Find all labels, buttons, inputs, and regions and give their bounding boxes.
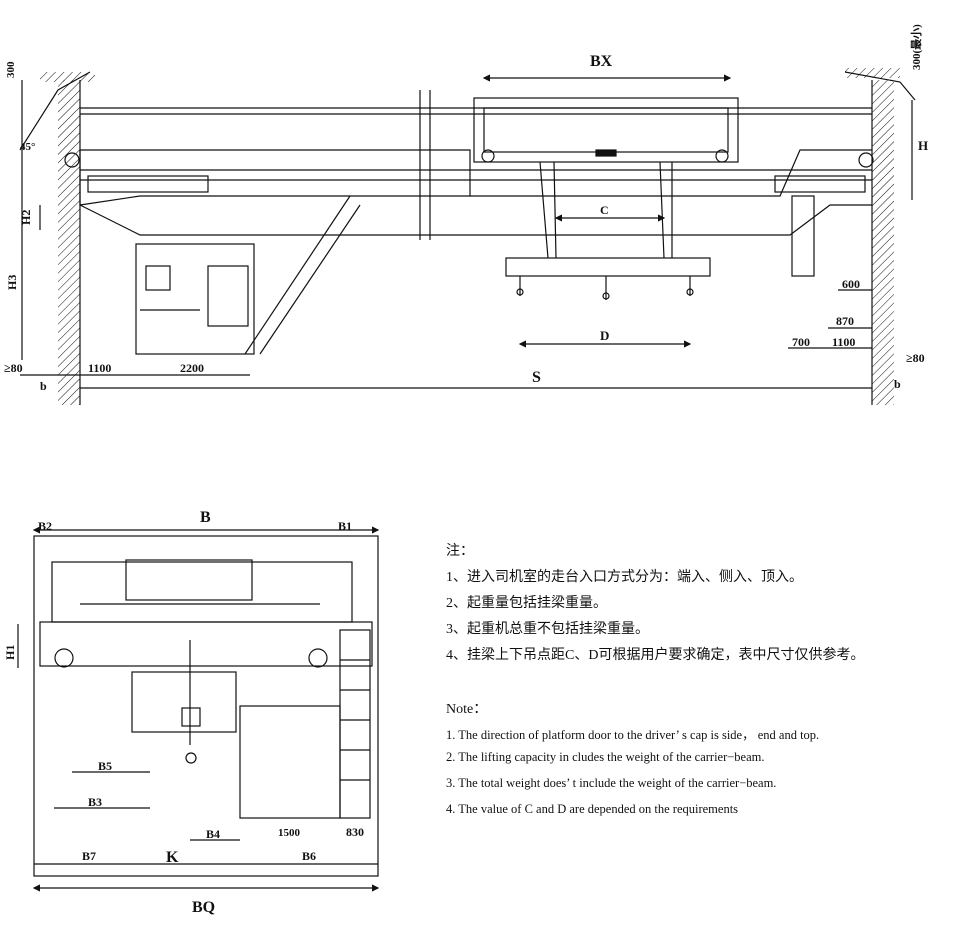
label-600: 600: [842, 277, 860, 291]
left-wheel: [64, 152, 80, 168]
label-b4: B4: [206, 827, 220, 841]
hook-mid-eye: [602, 292, 610, 300]
side-elevation: [17, 526, 380, 892]
label-angle: 45°: [20, 141, 35, 153]
label-b-right: b: [894, 377, 901, 391]
left-drive: [87, 175, 209, 193]
side-wheel-right: [308, 648, 328, 668]
left-wall-hatch: [58, 80, 80, 405]
label-2200: 2200: [180, 361, 204, 375]
label-b3: B3: [88, 795, 102, 809]
notes-en-item-2: 2. The lifting capacity in cludes the we…: [446, 750, 765, 764]
notes-cn-item-1: 1、进入司机室的走台入口方式分为：端入、侧入、顶入。: [446, 570, 803, 585]
cabin-window-1: [145, 265, 171, 291]
label-830: 830: [346, 825, 364, 839]
left-roof-hatch: [40, 72, 95, 82]
notes-cn-item-4: 4、挂梁上下吊点距C、D可根据用户要求确定，表中尺寸仅供参考。: [446, 648, 865, 663]
side-hook: [185, 752, 197, 764]
right-wheel: [858, 152, 874, 168]
main-girder-left: [79, 149, 471, 206]
side-cabin-top: [131, 671, 237, 733]
right-wall-hatch: [872, 80, 894, 405]
label-bq: BQ: [192, 899, 215, 916]
carrier-beam: [505, 257, 711, 277]
label-b1: B1: [338, 519, 352, 533]
side-trolley: [51, 561, 353, 623]
trolley-mark: [595, 149, 617, 157]
notes-cn-item-3: 3、起重机总重不包括挂梁重量。: [446, 622, 649, 637]
right-roof-hatch: [845, 68, 900, 78]
stair-line-2: [259, 204, 361, 355]
right-ladder: [791, 195, 815, 277]
label-bx: BX: [590, 53, 613, 70]
label-870: 870: [836, 314, 854, 328]
label-700: 700: [792, 335, 810, 349]
main-girder-right: [470, 149, 872, 197]
label-h3: H3: [5, 275, 19, 290]
label-min80-right: ≥80: [906, 351, 925, 365]
side-wheel-left: [54, 648, 74, 668]
label-h1: H1: [3, 645, 17, 660]
notes-en-item-4: 4. The value of C and D are depended on …: [446, 802, 739, 816]
label-s: S: [532, 369, 541, 386]
label-h: H: [918, 138, 928, 153]
label-b: B: [200, 509, 211, 526]
label-b7: B7: [82, 849, 96, 863]
label-c: C: [600, 203, 609, 217]
label-300-right: 300(最小): [909, 24, 923, 70]
driver-cabin: [135, 243, 255, 355]
label-1500: 1500: [278, 827, 301, 839]
rope-l1: [539, 161, 549, 259]
front-elevation: [19, 68, 916, 405]
label-1100-left: 1100: [88, 361, 111, 375]
hook-left-eye: [516, 288, 524, 296]
label-300-left: 300: [5, 61, 17, 78]
hook-right-eye: [686, 288, 694, 296]
label-1100-right: 1100: [832, 335, 855, 349]
notes-en-item-1: 1. The direction of platform door to the…: [446, 728, 820, 742]
side-trolley-box: [125, 559, 253, 601]
front-elevation-labels: BX S C D H H2 H3 300 300(最小) 45° ≥80 ≥80…: [4, 24, 928, 393]
label-b5: B5: [98, 759, 112, 773]
trolley-frame: [473, 97, 739, 163]
notes-cn-title: 注：: [446, 544, 474, 559]
trolley-wheel-left: [481, 149, 495, 163]
right-drive: [774, 175, 866, 193]
label-min80-left: ≥80: [4, 361, 23, 375]
notes-en-title: Note：: [446, 702, 488, 717]
notes-en-item-3: 3. The total weight does’ t include the …: [446, 776, 777, 790]
side-girder: [39, 621, 373, 667]
notes-cn-item-2: 2、起重量包括挂梁重量。: [446, 596, 607, 611]
label-d: D: [600, 328, 609, 343]
side-hook-block: [181, 707, 201, 727]
notes-panel: 注： 1、进入司机室的走台入口方式分为：端入、侧入、顶入。 2、起重量包括挂梁重…: [446, 540, 946, 828]
side-cabin: [239, 705, 341, 819]
rope-r1: [659, 161, 665, 259]
label-h2: H2: [19, 210, 33, 225]
stair-line-1: [244, 195, 351, 355]
girder-bottom: [79, 204, 872, 236]
label-b6: B6: [302, 849, 316, 863]
trolley-wheel-right: [715, 149, 729, 163]
cabin-window-2: [207, 265, 249, 327]
rope-l2: [553, 161, 557, 259]
side-elevation-labels: B B1 B2 H1 B5 B3 B4 1500 830 B7 K B6 BQ: [3, 509, 364, 916]
label-k: K: [166, 849, 179, 866]
side-ladder: [339, 629, 371, 819]
label-b-left: b: [40, 379, 47, 393]
label-b2: B2: [38, 519, 52, 533]
side-view-frame: [33, 535, 379, 877]
